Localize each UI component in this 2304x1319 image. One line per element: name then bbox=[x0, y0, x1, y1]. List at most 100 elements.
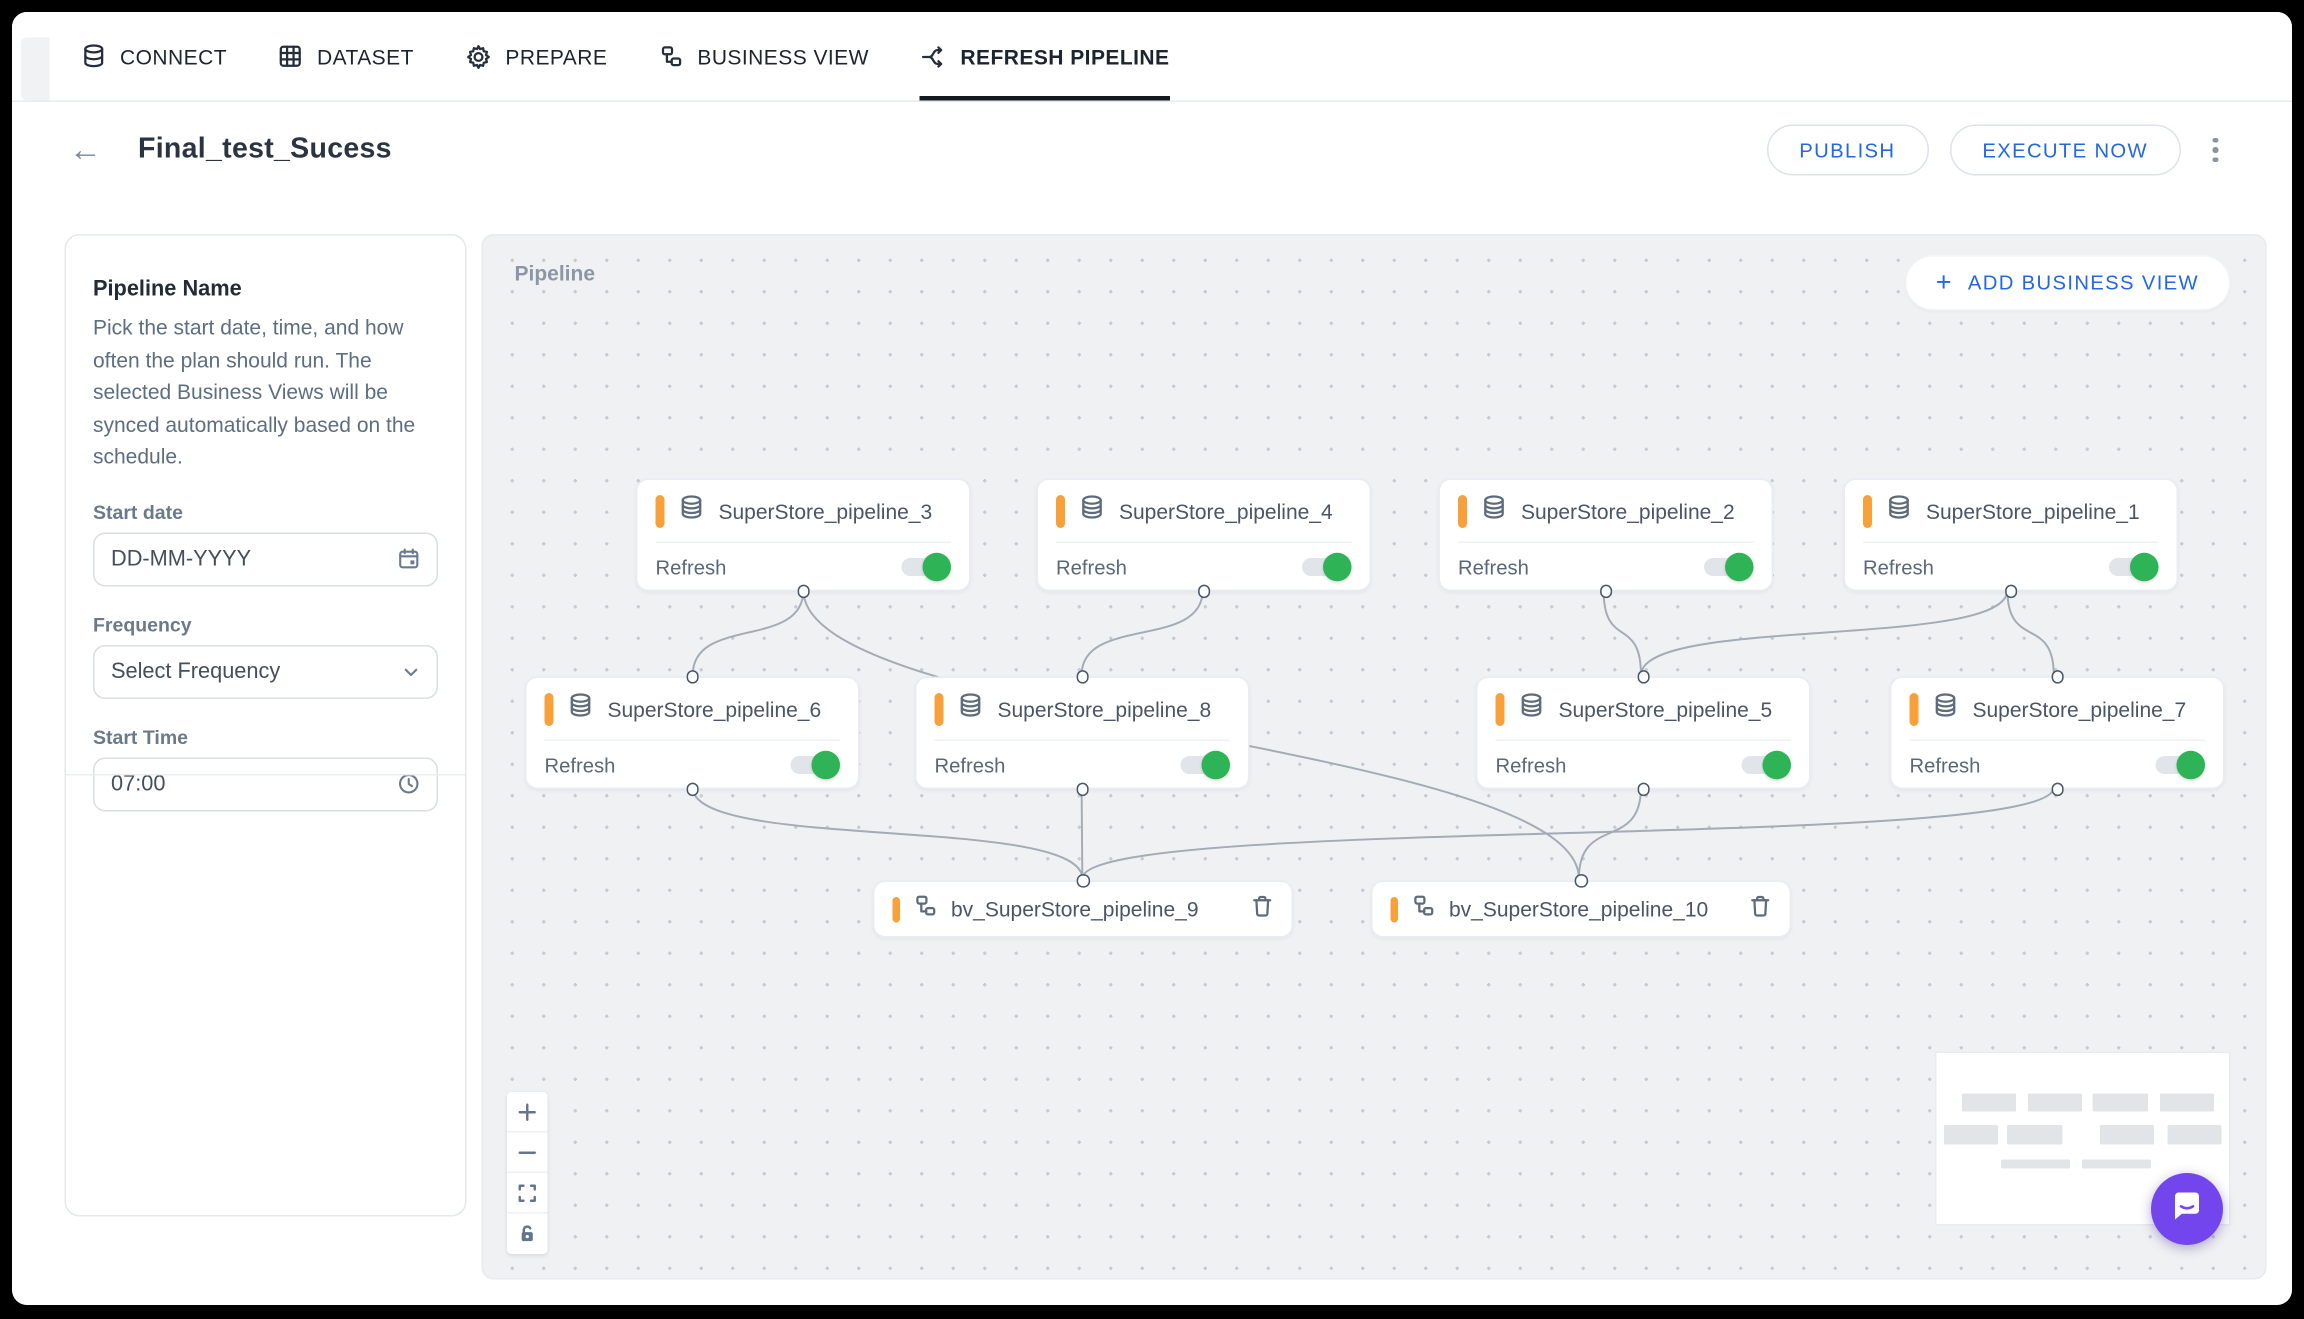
status-pill bbox=[892, 896, 900, 922]
connection-handle[interactable] bbox=[1076, 874, 1090, 887]
refresh-toggle[interactable] bbox=[2109, 552, 2159, 582]
node-header: SuperStore_pipeline_8 bbox=[917, 678, 1249, 740]
trash-icon[interactable] bbox=[1251, 893, 1274, 925]
refresh-toggle[interactable] bbox=[1180, 750, 1230, 780]
pipeline-canvas[interactable]: Pipeline + ADD BUSINESS VIEW SuperStore_… bbox=[481, 234, 2267, 1280]
node-title: SuperStore_pipeline_6 bbox=[607, 696, 822, 721]
status-pill bbox=[934, 692, 944, 726]
tab-label: PREPARE bbox=[505, 44, 608, 69]
database-icon bbox=[81, 44, 107, 70]
node-header: SuperStore_pipeline_5 bbox=[1478, 678, 1810, 740]
start-date-label: Start date bbox=[93, 500, 183, 523]
back-arrow-icon[interactable]: ← bbox=[69, 130, 102, 168]
database-icon bbox=[1079, 494, 1106, 529]
refresh-toggle[interactable] bbox=[901, 552, 951, 582]
header-actions: PUBLISH EXECUTE NOW bbox=[1766, 124, 2229, 176]
edge-p1-p5 bbox=[1640, 589, 2009, 676]
connection-handle[interactable] bbox=[1075, 670, 1089, 683]
fit-view-button[interactable] bbox=[507, 1173, 548, 1214]
node-footer: Refresh bbox=[1038, 543, 1370, 591]
edge-p2-p5 bbox=[1602, 589, 1642, 676]
publish-button[interactable]: PUBLISH bbox=[1766, 124, 1929, 176]
edge-p7-bv9 bbox=[1081, 787, 2055, 879]
chevron-down-icon bbox=[402, 662, 420, 680]
frequency-select[interactable]: Select Frequency bbox=[93, 644, 438, 699]
connection-handle[interactable] bbox=[1574, 874, 1588, 887]
connection-handle[interactable] bbox=[2050, 782, 2064, 796]
lock-button[interactable] bbox=[507, 1213, 548, 1254]
refresh-toggle[interactable] bbox=[1741, 750, 1791, 780]
calendar-icon[interactable] bbox=[398, 548, 421, 571]
table-icon bbox=[278, 44, 304, 70]
start-time-value: 07:00 bbox=[111, 771, 166, 796]
connection-handle[interactable] bbox=[1636, 670, 1650, 683]
refresh-toggle[interactable] bbox=[1704, 552, 1754, 582]
frequency-label: Frequency bbox=[93, 612, 192, 636]
zoom-out-button[interactable] bbox=[507, 1132, 548, 1173]
zoom-in-button[interactable] bbox=[507, 1092, 548, 1133]
panel-divider bbox=[66, 774, 465, 776]
edge-p5-bv10 bbox=[1577, 787, 1642, 879]
minimap-node bbox=[1943, 1125, 1999, 1144]
tab-label: REFRESH PIPELINE bbox=[960, 44, 1170, 69]
minimap-node bbox=[2093, 1092, 2149, 1112]
database-icon bbox=[678, 494, 705, 529]
connection-handle[interactable] bbox=[685, 670, 699, 683]
node-divider bbox=[1056, 541, 1352, 543]
trash-icon[interactable] bbox=[1749, 893, 1772, 925]
status-pill bbox=[1495, 692, 1505, 726]
start-time-label: Start Time bbox=[93, 725, 189, 748]
clock-icon[interactable] bbox=[398, 773, 421, 796]
refresh-toggle[interactable] bbox=[1302, 552, 1352, 582]
node-title: bv_SuperStore_pipeline_9 bbox=[951, 897, 1199, 921]
browser-content: CONNECT DATASET PREPARE BUSINESS VIEW RE bbox=[12, 12, 2292, 1305]
connection-handle[interactable] bbox=[1599, 584, 1613, 598]
status-pill bbox=[544, 692, 554, 726]
refresh-toggle[interactable] bbox=[790, 750, 840, 780]
node-footer: Refresh bbox=[1440, 543, 1772, 591]
minimap-node bbox=[2159, 1092, 2215, 1112]
plus-icon: + bbox=[1935, 266, 1953, 297]
refresh-label: Refresh bbox=[1056, 555, 1127, 579]
tab-connect[interactable]: CONNECT bbox=[81, 12, 227, 101]
tab-refresh-pipeline[interactable]: REFRESH PIPELINE bbox=[919, 12, 1170, 101]
add-business-view-button[interactable]: + ADD BUSINESS VIEW bbox=[1904, 255, 2231, 311]
top-nav: CONNECT DATASET PREPARE BUSINESS VIEW RE bbox=[12, 12, 2292, 102]
connection-handle[interactable] bbox=[2050, 670, 2064, 683]
business-view-icon bbox=[1412, 893, 1436, 925]
business-view-icon bbox=[914, 893, 938, 925]
tab-business-view[interactable]: BUSINESS VIEW bbox=[658, 12, 869, 101]
connection-handle[interactable] bbox=[796, 584, 810, 598]
tab-dataset[interactable]: DATASET bbox=[278, 12, 414, 101]
chat-launcher[interactable] bbox=[2151, 1173, 2223, 1245]
minimap[interactable] bbox=[1936, 1053, 2229, 1224]
connection-handle[interactable] bbox=[1197, 584, 1211, 598]
gear-icon bbox=[465, 43, 492, 70]
edge-p4-p8 bbox=[1080, 589, 1204, 676]
more-options-icon[interactable] bbox=[2202, 132, 2229, 169]
connection-handle[interactable] bbox=[1075, 782, 1089, 796]
node-header: SuperStore_pipeline_3 bbox=[638, 480, 970, 542]
connection-handle[interactable] bbox=[2004, 584, 2018, 598]
node-title: SuperStore_pipeline_4 bbox=[1119, 498, 1333, 523]
node-divider bbox=[1458, 541, 1754, 543]
business-view-node[interactable]: bv_SuperStore_pipeline_10 bbox=[1371, 880, 1791, 938]
execute-now-button[interactable]: EXECUTE NOW bbox=[1949, 124, 2181, 176]
node-divider bbox=[1495, 739, 1791, 741]
node-divider bbox=[1863, 541, 2159, 543]
refresh-toggle[interactable] bbox=[2155, 750, 2205, 780]
start-time-input[interactable]: 07:00 bbox=[93, 756, 438, 811]
start-date-input[interactable]: DD-MM-YYYY bbox=[93, 531, 438, 586]
tab-prepare[interactable]: PREPARE bbox=[465, 12, 607, 101]
connection-handle[interactable] bbox=[1636, 782, 1650, 796]
connection-handle[interactable] bbox=[685, 782, 699, 796]
business-view-node[interactable]: bv_SuperStore_pipeline_9 bbox=[873, 880, 1293, 938]
